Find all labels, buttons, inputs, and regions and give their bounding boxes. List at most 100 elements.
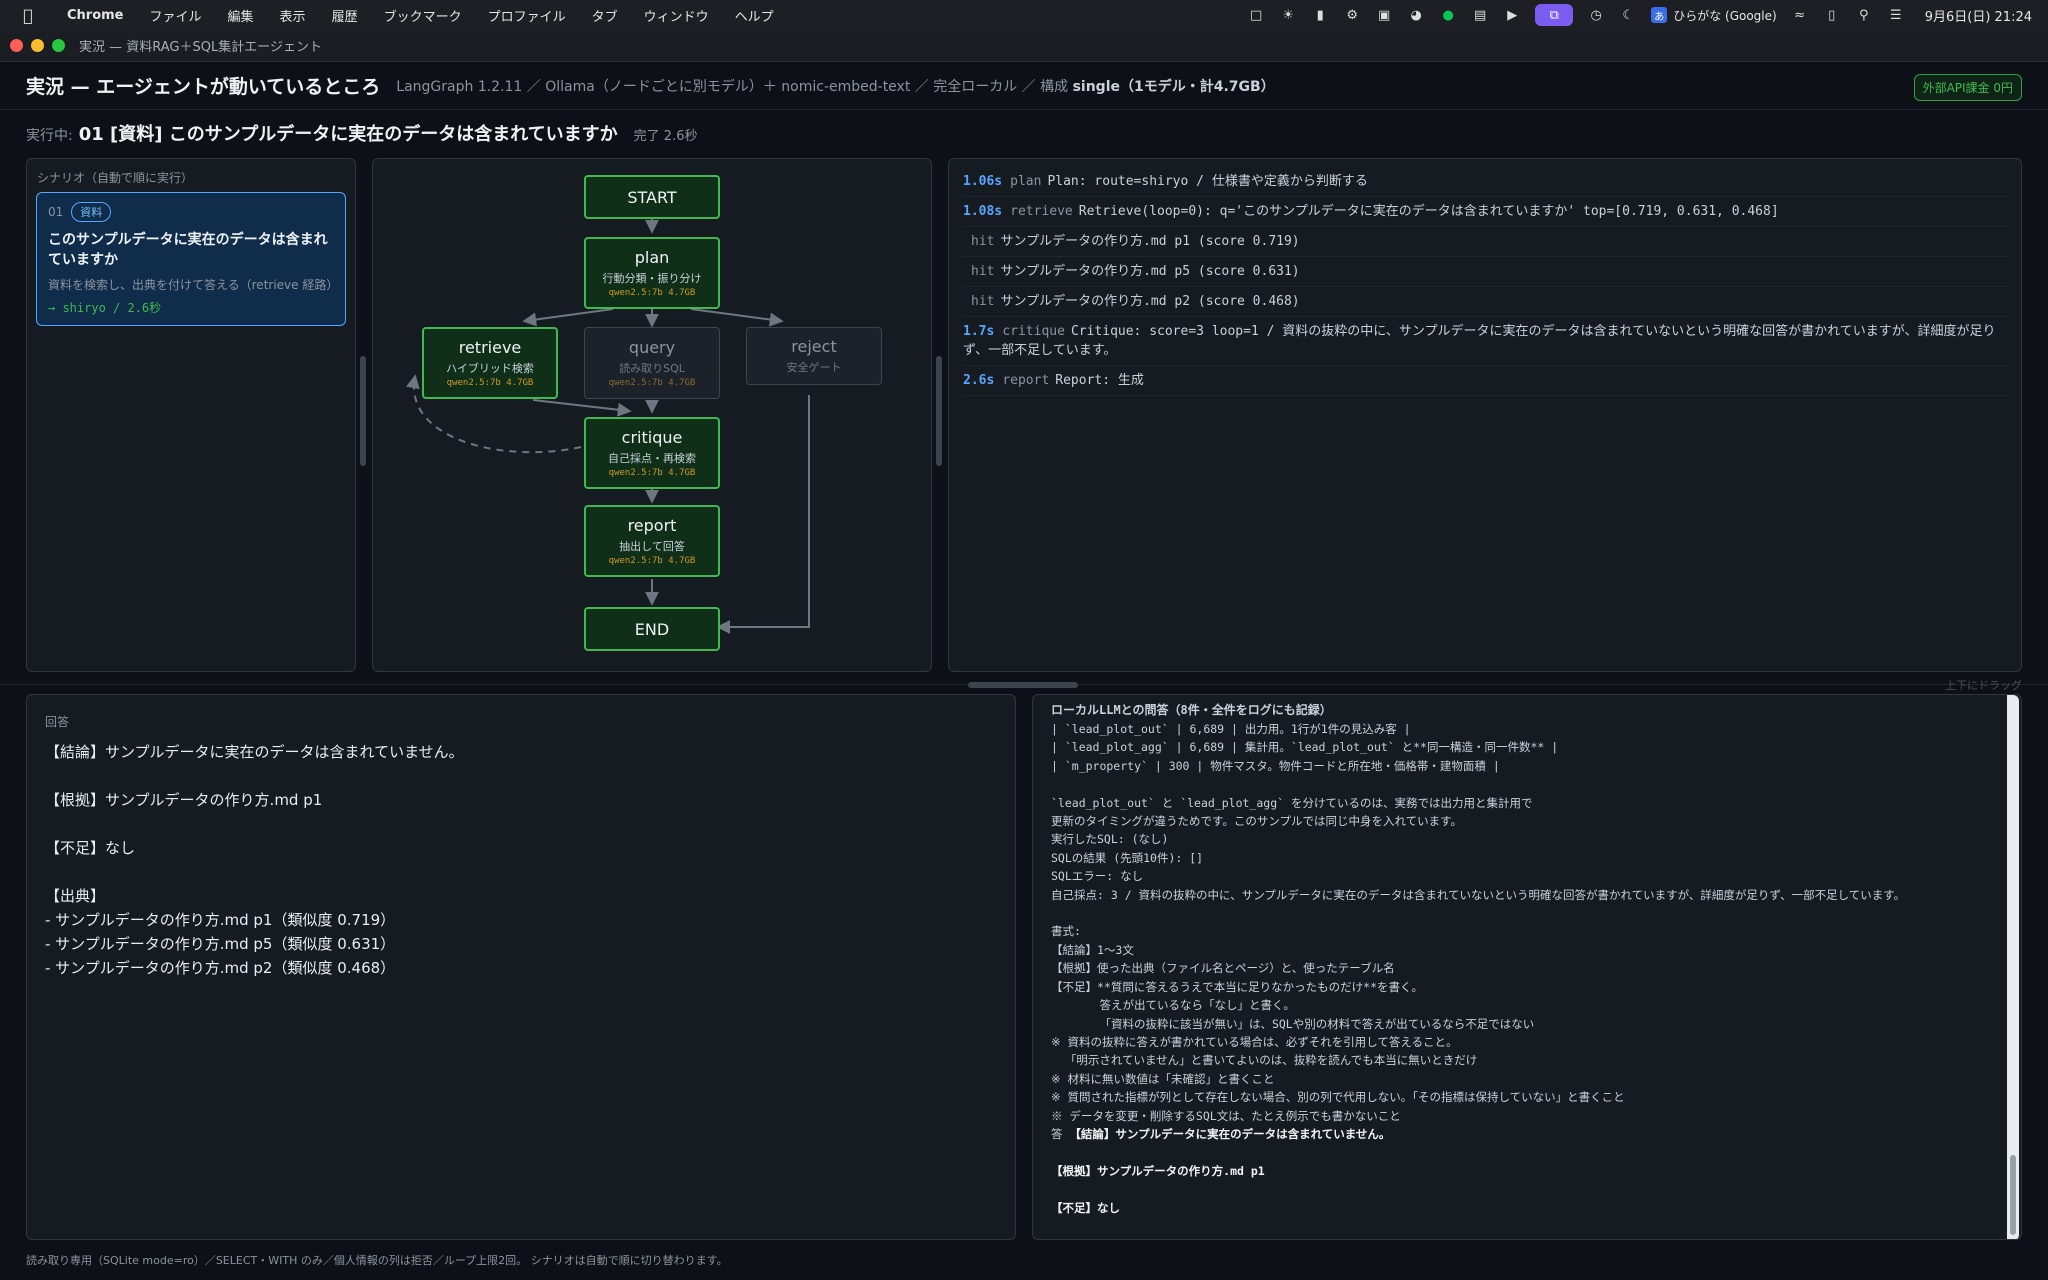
log-time: 1.06s: [963, 174, 1003, 189]
log-row: hit サンプルデータの作り方.md p1 (score 0.719): [963, 227, 2007, 257]
screen-share-icon[interactable]: ⧉: [1535, 4, 1574, 26]
close-window-button[interactable]: [10, 39, 23, 52]
node-reject: reject 安全ゲート: [746, 327, 882, 385]
node-report-sub: 抽出して回答: [619, 540, 685, 553]
menu-history[interactable]: 履歴: [331, 9, 358, 25]
menu-bookmarks[interactable]: ブックマーク: [383, 9, 462, 25]
log-text: Report: 生成: [1055, 373, 1144, 388]
node-report-title: report: [627, 516, 677, 535]
log-kind: plan: [1010, 174, 1042, 189]
screenshot-icon[interactable]: □: [1250, 7, 1263, 23]
log-time: 1.7s: [963, 324, 995, 339]
menu-window[interactable]: ウィンドウ: [643, 9, 709, 25]
drag-hint: 上下にドラッグ: [1945, 679, 2022, 692]
ime-icon: あ: [1651, 7, 1668, 23]
menu-help[interactable]: ヘルプ: [734, 9, 774, 25]
log-row: 1.06s plan Plan: route=shiryo / 仕様書や定義から判断…: [963, 167, 2007, 197]
node-retrieve-title: retrieve: [458, 338, 522, 357]
node-start-title: START: [627, 187, 677, 207]
node-reject-sub: 安全ゲート: [786, 361, 842, 374]
node-end: END: [584, 607, 720, 651]
wifi-icon[interactable]: ≈: [1794, 7, 1806, 23]
clock[interactable]: 9月6日(日) 21:24: [1924, 9, 2032, 25]
llm-scrollbar-thumb[interactable]: [2010, 1155, 2016, 1235]
log-text: サンプルデータの作り方.md p1 (score 0.719): [1000, 234, 1300, 249]
node-query: query 読み取りSQL qwen2.5:7b 4.7GB: [584, 327, 720, 399]
menu-view[interactable]: 表示: [279, 9, 306, 25]
edge-critique-retrieve-loop: [406, 374, 582, 454]
play-icon[interactable]: ▶: [1507, 7, 1518, 23]
app-header: 実況 — エージェントが動いているところ LangGraph 1.2.11 ／ …: [0, 62, 2048, 110]
apple-icon[interactable]: : [16, 0, 40, 30]
node-critique-sub: 自己採点・再検索: [608, 452, 696, 465]
panel-resize-handle[interactable]: [360, 356, 366, 466]
window-title: 実況 — 資料RAG＋SQL集計エージェント: [79, 40, 322, 55]
zoom-window-button[interactable]: [52, 39, 65, 52]
llm-scrollbar[interactable]: [2007, 695, 2019, 1239]
menu-profiles[interactable]: プロファイル: [487, 9, 566, 25]
footer-note: 読み取り専用（SQLite mode=ro）／SELECT・WITH のみ／個人…: [26, 1254, 728, 1267]
notes-icon[interactable]: ▤: [1474, 7, 1487, 23]
answer-heading: 回答: [45, 715, 70, 729]
answer-text: 【結論】サンプルデータに実在のデータは含まれていません。 【根拠】サンプルデータ…: [45, 743, 464, 977]
node-plan-title: plan: [634, 248, 670, 267]
stack-subtitle-text: LangGraph 1.2.11 ／ Ollama（ノードごとに別モデル）＋ n…: [396, 78, 1073, 95]
log-kind: retrieve: [1010, 204, 1073, 219]
panel-resize-handle[interactable]: [936, 356, 942, 466]
display-icon[interactable]: ▣: [1378, 7, 1391, 23]
log-text: Retrieve(loop=0): q='このサンプルデータに実在のデータは含ま…: [1078, 204, 1779, 219]
log-kind: hit: [971, 264, 995, 279]
battery-app-icon[interactable]: ▮: [1316, 7, 1324, 23]
scenario-question: このサンプルデータに実在のデータは含まれていますか: [48, 232, 328, 268]
scenario-heading: シナリオ（自動で順に実行）: [37, 171, 194, 185]
node-plan-sub: 行動分類・振り分け: [602, 272, 702, 285]
input-method[interactable]: あ ひらがな (Google): [1651, 7, 1777, 24]
event-log-list: 1.06s plan Plan: route=shiryo / 仕様書や定義から判断…: [963, 167, 2007, 396]
log-kind: hit: [971, 234, 995, 249]
battery-icon[interactable]: ▯: [1828, 7, 1836, 23]
brightness-icon[interactable]: ☀: [1282, 7, 1295, 23]
node-critique-title: critique: [621, 428, 683, 447]
arc-icon[interactable]: ◕: [1410, 7, 1422, 23]
ime-label: ひらがな (Google): [1673, 8, 1777, 23]
node-retrieve-sub: ハイブリッド検索: [446, 362, 534, 375]
scenario-number: 01: [48, 205, 64, 219]
moon-icon[interactable]: ☾: [1622, 7, 1635, 23]
edge-plan-reject: [690, 308, 784, 327]
menu-file[interactable]: ファイル: [149, 9, 202, 25]
llm-answer-line: 【不足】なし: [1051, 1200, 1120, 1215]
split-drag-handle[interactable]: [968, 682, 1078, 688]
menu-tab[interactable]: タブ: [591, 9, 618, 25]
stack-subtitle: LangGraph 1.2.11 ／ Ollama（ノードごとに別モデル）＋ n…: [396, 76, 1274, 96]
search-icon[interactable]: ⚲: [1858, 7, 1869, 23]
window-titlebar: 実況 — 資料RAG＋SQL集計エージェント: [0, 30, 2048, 62]
log-text: サンプルデータの作り方.md p5 (score 0.631): [1000, 264, 1300, 279]
cost-badge: 外部API課金 0円: [1913, 74, 2022, 101]
llm-answer: 答 【結論】サンプルデータに実在のデータは含まれていません。 【根拠】サンプルデ…: [1051, 1125, 2001, 1217]
menu-edit[interactable]: 編集: [227, 9, 254, 25]
running-label: 実行中:: [26, 128, 73, 144]
page-title: 実況 — エージェントが動いているところ: [26, 76, 381, 98]
llm-dialogue-panel[interactable]: ローカルLLMとの問答（8件・全件をログにも記録） | `lead_plot_o…: [1032, 694, 2022, 1240]
scenario-card[interactable]: 01 資料 このサンプルデータに実在のデータは含まれていますか 資料を検索し、出…: [36, 192, 346, 326]
control-center-icon[interactable]: ☰: [1889, 7, 1902, 23]
llm-text: | `lead_plot_out` | 6,689 | 出力用。1行が1件の見込…: [1051, 722, 1906, 1123]
node-start: START: [584, 175, 720, 219]
node-critique: critique 自己採点・再検索 qwen2.5:7b 4.7GB: [584, 417, 720, 489]
line-app-icon[interactable]: ●: [1442, 7, 1454, 23]
edge-plan-retrieve: [522, 308, 614, 327]
log-kind: critique: [1002, 324, 1065, 339]
gear-icon[interactable]: ⚙: [1346, 7, 1359, 23]
node-plan-model: qwen2.5:7b 4.7GB: [608, 288, 696, 298]
menu-app-name[interactable]: Chrome: [67, 7, 124, 23]
time-machine-icon[interactable]: ◷: [1590, 7, 1602, 23]
edge-retrieve-critique: [532, 399, 632, 417]
log-text: Plan: route=shiryo / 仕様書や定義から判断する: [1047, 174, 1368, 189]
node-query-model: qwen2.5:7b 4.7GB: [608, 378, 696, 388]
minimize-window-button[interactable]: [31, 39, 44, 52]
answer-panel: 回答 【結論】サンプルデータに実在のデータは含まれていません。 【根拠】サンプル…: [26, 694, 1016, 1240]
